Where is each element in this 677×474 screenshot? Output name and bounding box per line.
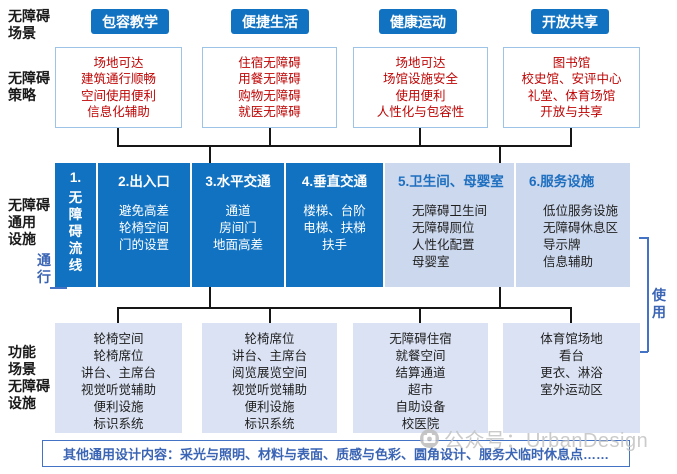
band-section-items: 低位服务设施 无障碍休息区 导示牌 信息辅助 bbox=[543, 204, 619, 269]
connector-line bbox=[570, 128, 572, 147]
connector-line bbox=[419, 309, 421, 323]
footer-bar: 其他通用设计内容：采光与照明、材料与表面、质感与色彩、圆角设计、服务犬临时休息点… bbox=[42, 440, 630, 467]
row-label-scene: 无障碍 场景 bbox=[8, 8, 50, 41]
band-section-items: 通道 房间门 地面高差 bbox=[212, 204, 263, 252]
connector-line bbox=[209, 287, 211, 308]
connector-bus-bottom bbox=[117, 307, 572, 309]
band-section-title: 3.水平交通 bbox=[205, 174, 271, 189]
band-section-horizontal-circulation: 3.水平交通 通道 房间门 地面高差 bbox=[192, 163, 284, 287]
band-section-services: 6.服务设施 低位服务设施 无障碍休息区 导示牌 信息辅助 bbox=[516, 163, 630, 287]
row-label-circulation: 通 行 bbox=[37, 252, 51, 285]
use-bracket-line bbox=[647, 237, 649, 352]
connector-line bbox=[117, 128, 119, 147]
band-section-items: 避免高差 轮椅空间 门的设置 bbox=[118, 204, 169, 252]
band-section-flow: 1. 无障碍流线 bbox=[55, 163, 96, 287]
watermark: 公众号：UrbanDesign bbox=[419, 424, 648, 453]
connector-line bbox=[419, 128, 421, 147]
row-label-function-facilities: 功能 场景 无障碍 设施 bbox=[8, 344, 50, 411]
strategy-box-teaching: 场地可达 建筑通行顺畅 空间使用便利 信息化辅助 bbox=[55, 47, 182, 128]
footer-text: 其他通用设计内容：采光与照明、材料与表面、质感与色彩、圆角设计、服务犬临时休息点… bbox=[62, 447, 609, 462]
watermark-text: 公众号：UrbanDesign bbox=[444, 430, 649, 452]
band-section-title: 2.出入口 bbox=[118, 174, 170, 189]
connector-line bbox=[209, 147, 211, 163]
function-box-library: 轮椅席位 讲台、主席台 阅览展览空间 视觉听觉辅助 便利设施 标识系统 bbox=[202, 323, 337, 433]
band-section-title: 4.垂直交通 bbox=[301, 174, 368, 189]
scenario-button-open-sharing: 开放共享 bbox=[531, 9, 609, 34]
band-section-vertical-circulation: 4.垂直交通 楼梯、台阶 电梯、扶梯 扶手 bbox=[286, 163, 383, 287]
band-section-items: 无障碍卫生间 无障碍厕位 人性化配置 母婴室 bbox=[412, 204, 488, 269]
row-label-use: 使 用 bbox=[652, 287, 666, 320]
band-section-number: 1. bbox=[69, 170, 82, 185]
connector-line bbox=[117, 309, 119, 323]
function-box-living: 无障碍住宿 就餐空间 结算通道 超市 自助设备 校医院 bbox=[353, 323, 488, 433]
strategy-box-sharing: 图书馆 校史馆、安评中心 礼堂、体育场馆 开放与共享 bbox=[503, 47, 640, 128]
connector-line bbox=[570, 309, 572, 323]
scenario-button-inclusive-teaching: 包容教学 bbox=[91, 9, 169, 34]
strategy-box-sports: 场地可达 场馆设施安全 使用便利 人性化与包容性 bbox=[353, 47, 488, 128]
connector-bus-top bbox=[117, 145, 572, 147]
connector-line bbox=[499, 287, 501, 308]
function-box-teaching: 轮椅空间 轮椅席位 讲台、主席台 视觉听觉辅助 便利设施 标识系统 bbox=[55, 323, 182, 433]
band-section-vertical-title: 无障碍流线 bbox=[68, 190, 83, 273]
use-bracket-tick-top bbox=[639, 237, 648, 239]
circulation-leader-line bbox=[50, 287, 67, 289]
scenario-button-convenient-living: 便捷生活 bbox=[231, 9, 309, 34]
camera-icon bbox=[420, 429, 439, 448]
connector-line bbox=[269, 309, 271, 323]
connector-line bbox=[269, 128, 271, 147]
band-section-items: 楼梯、台阶 电梯、扶梯 扶手 bbox=[303, 204, 366, 252]
band-section-title: 5.卫生间、母婴室 bbox=[398, 174, 504, 189]
use-bracket-tick-bottom bbox=[639, 351, 648, 353]
strategy-box-living: 住宿无障碍 用餐无障碍 购物无障碍 就医无障碍 bbox=[202, 47, 337, 128]
band-section-entrance: 2.出入口 避免高差 轮椅空间 门的设置 bbox=[98, 163, 190, 287]
function-box-sports: 体育馆场地 看台 更衣、淋浴 室外运动区 bbox=[503, 323, 640, 433]
row-label-strategy: 无障碍 策略 bbox=[8, 70, 50, 103]
band-section-title: 6.服务设施 bbox=[529, 174, 595, 189]
scenario-button-healthy-sports: 健康运动 bbox=[379, 9, 457, 34]
row-label-general-facilities: 无障碍 通用 设施 bbox=[8, 197, 50, 247]
band-section-toilets: 5.卫生间、母婴室 无障碍卫生间 无障碍厕位 人性化配置 母婴室 bbox=[385, 163, 514, 287]
connector-line bbox=[499, 147, 501, 163]
